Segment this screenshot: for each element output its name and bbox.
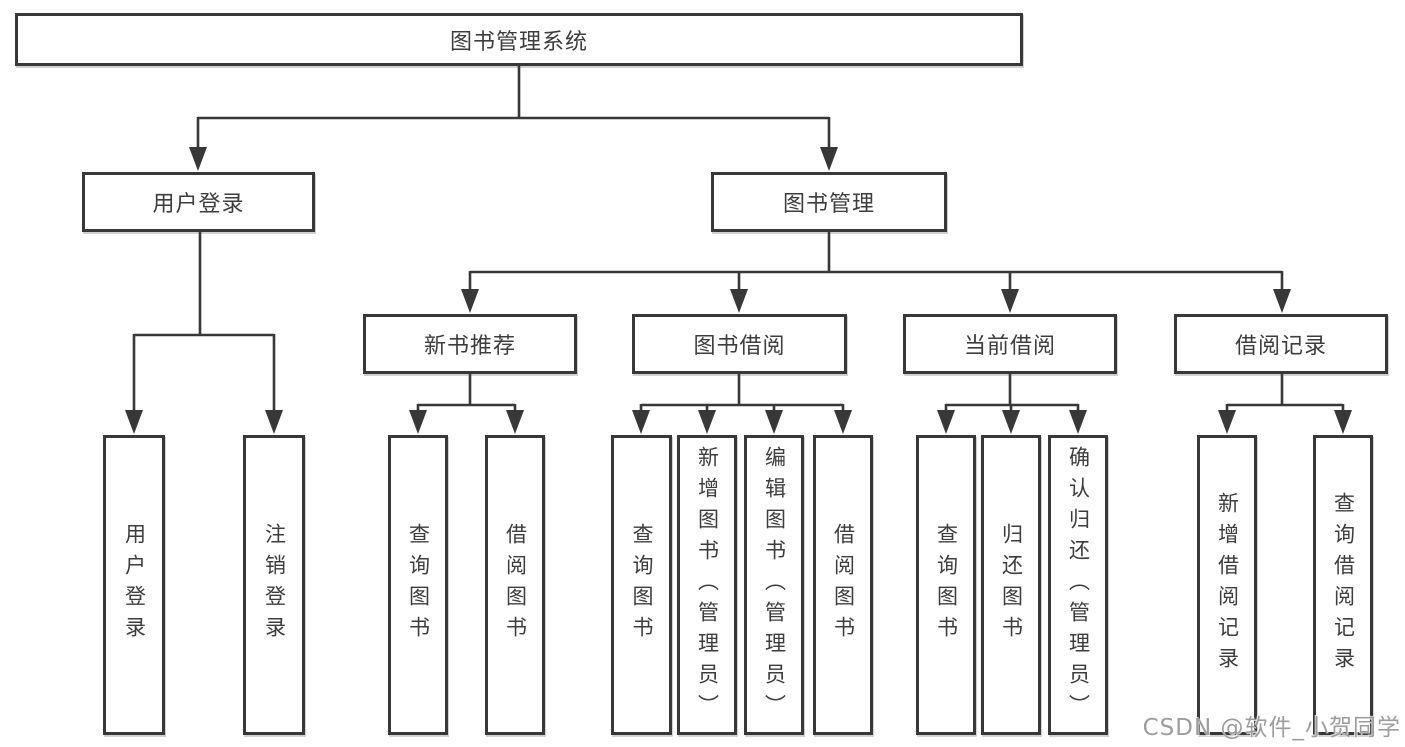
node-borrow-records: 借阅记录	[1174, 314, 1388, 374]
node-current-borrow: 当前借阅	[903, 314, 1117, 374]
leaf-confirm-return-admin: 确认归还（管理员）	[1048, 435, 1108, 735]
leaf-query-borrow-record: 查询借阅记录	[1313, 435, 1373, 735]
node-root-library-system: 图书管理系统	[15, 13, 1023, 66]
node-new-book-recommend: 新书推荐	[363, 314, 577, 374]
node-user-login: 用户登录	[82, 172, 315, 232]
leaf-add-book-admin: 新增图书（管理员）	[677, 435, 737, 735]
node-book-borrow: 图书借阅	[632, 314, 847, 374]
leaf-query-books-current: 查询图书	[916, 435, 976, 735]
leaf-return-books: 归还图书	[981, 435, 1041, 735]
leaf-edit-book-admin: 编辑图书（管理员）	[744, 435, 804, 735]
leaf-borrow-books: 借阅图书	[813, 435, 873, 735]
csdn-watermark: CSDN @软件_小贺同学	[1142, 715, 1401, 741]
leaf-query-books-borrow: 查询图书	[611, 435, 672, 735]
leaf-borrow-books-recommend: 借阅图书	[485, 435, 545, 735]
node-book-management: 图书管理	[711, 172, 947, 232]
leaf-add-borrow-record: 新增借阅记录	[1197, 435, 1257, 735]
leaf-logout: 注销登录	[243, 435, 305, 735]
leaf-user-login: 用户登录	[103, 435, 165, 735]
leaf-query-books-recommend: 查询图书	[388, 435, 448, 735]
